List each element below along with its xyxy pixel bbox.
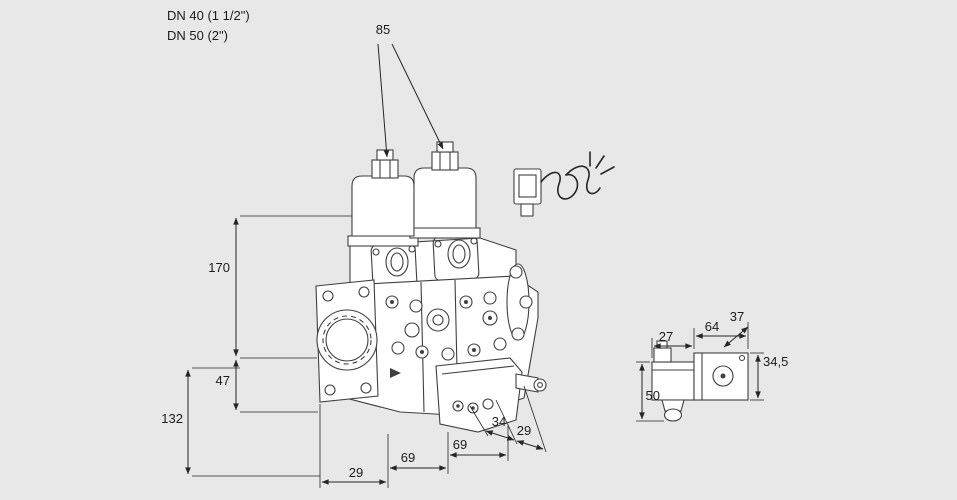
dim-34-5-label: 34,5 [763, 354, 788, 369]
dim-37-label: 37 [730, 309, 744, 324]
detail-solenoid-valve [651, 340, 749, 422]
dim-69-left: 69 [389, 432, 449, 474]
detail-body [693, 352, 749, 401]
detail-dimensions: 27 64 37 34,5 50 [636, 309, 788, 422]
dim-29-right: 29 [516, 385, 547, 453]
dim-34: 34 [469, 399, 518, 445]
size-label-dn40: DN 40 (1 1/2") [167, 8, 250, 23]
dim-69-left-label: 69 [401, 450, 415, 465]
dim-85-label: 85 [376, 22, 390, 37]
detail-coil-connector [653, 347, 672, 363]
dim-170-label: 170 [208, 260, 230, 275]
main-valve-drawing [315, 141, 615, 433]
dim-85: 85 [376, 22, 444, 158]
cable-connector [513, 151, 615, 217]
dim-69-right: 69 [449, 426, 509, 461]
dim-64-label: 64 [705, 319, 719, 334]
pressure-regulator-block [435, 357, 547, 433]
dim-27: 27 [651, 328, 695, 358]
dim-50-label: 50 [646, 388, 660, 403]
coil-mounting-rings [385, 239, 471, 277]
inlet-flange [315, 279, 379, 403]
dim-132-label: 132 [161, 411, 183, 426]
side-port-stub [515, 373, 539, 393]
left-solenoid [351, 149, 415, 237]
right-coil-base [409, 227, 481, 239]
left-coil-base [347, 235, 419, 247]
main-dimensions: 85 170 47 132 29 69 [161, 22, 547, 488]
dim-27-label: 27 [659, 329, 673, 344]
dim-34-label: 34 [492, 414, 506, 429]
dim-37: 37 [723, 309, 749, 348]
cable-wire-ends [589, 151, 615, 175]
dim-50: 50 [636, 361, 664, 422]
dim-47-label: 47 [216, 373, 230, 388]
dim-29-bottom: 29 [319, 404, 389, 488]
dim-34-5: 34,5 [750, 352, 788, 401]
dim-29-right-label: 29 [517, 423, 531, 438]
size-labels: DN 40 (1 1/2") DN 50 (2") [167, 8, 250, 43]
detail-nut [661, 399, 685, 422]
dim-29-bottom-label: 29 [349, 465, 363, 480]
dim-132: 132 [161, 367, 320, 477]
right-solenoid [413, 141, 477, 229]
dim-69-right-label: 69 [453, 437, 467, 452]
size-label-dn50: DN 50 (2") [167, 28, 228, 43]
dim-170: 170 [208, 215, 352, 359]
